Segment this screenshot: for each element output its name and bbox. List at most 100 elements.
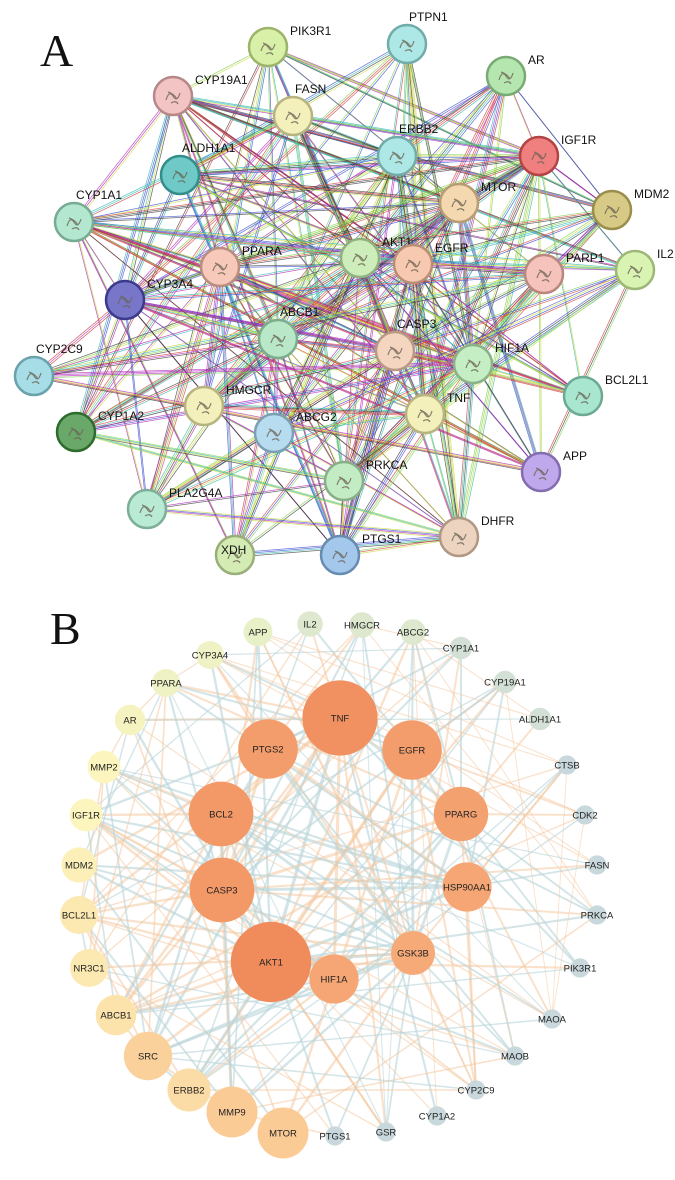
hub-node-mmp2[interactable]: MMP2: [87, 750, 121, 784]
hub-node-egfr[interactable]: EGFR: [382, 720, 442, 780]
hub-node-pik3r1[interactable]: PIK3R1: [564, 958, 597, 978]
node-egfr[interactable]: EGFR: [392, 241, 469, 285]
hub-node-ar[interactable]: AR: [114, 704, 146, 736]
node-pla2g4a[interactable]: PLA2G4A: [126, 486, 222, 530]
hub-node-mmp9[interactable]: MMP9: [206, 1086, 258, 1138]
edge-PARP1-CYP3A4: [123, 272, 543, 300]
node-cyp2c9-label: CYP2C9: [36, 342, 83, 356]
hub-node-app[interactable]: APP: [243, 617, 273, 647]
hub-node-mdm2[interactable]: MDM2: [61, 847, 97, 883]
hub-node-abcb1[interactable]: ABCB1: [95, 994, 137, 1036]
hub-node-ptgs2[interactable]: PTGS2: [238, 719, 298, 779]
edge-MTOR-AR: [129, 719, 284, 1134]
node-akt1[interactable]: AKT1: [339, 235, 412, 279]
node-pik3r1[interactable]: PIK3R1: [247, 24, 332, 68]
edge-ABCG2-DHFR: [272, 431, 458, 537]
hub-node-cyp1a2[interactable]: CYP1A2: [419, 1106, 455, 1126]
hub-node-bcl2-label: BCL2: [209, 810, 233, 821]
hub-node-fasn[interactable]: FASN: [585, 855, 610, 875]
hub-node-maoa[interactable]: MAOA: [538, 1009, 567, 1029]
hub-node-cyp1a1[interactable]: CYP1A1: [443, 636, 479, 660]
node-erbb2[interactable]: ERBB2: [376, 122, 439, 177]
edge-GSR-PPARA: [165, 682, 387, 1133]
edge-AR-PPARA: [219, 75, 506, 267]
hub-node-nr3c1-circle: [70, 949, 108, 987]
hub-node-hsp90aa1[interactable]: HSP90AA1: [442, 862, 492, 912]
edge-ERBB2-ALDH1A1: [180, 156, 398, 177]
edge-EGFR-CDK2: [411, 749, 586, 816]
node-ppara[interactable]: PPARA: [199, 244, 282, 288]
node-app[interactable]: APP: [520, 449, 587, 493]
hub-node-gsr[interactable]: GSR: [376, 1122, 397, 1142]
edge-CYP3A4-ABCB1: [126, 301, 281, 342]
hub-node-cyp19a1[interactable]: CYP19A1: [484, 670, 526, 694]
hub-node-tnf[interactable]: TNF: [302, 680, 378, 756]
node-ar[interactable]: AR: [485, 53, 545, 97]
node-il2[interactable]: IL2: [614, 247, 674, 291]
node-tnf[interactable]: TNF: [404, 391, 470, 435]
node-igf1r[interactable]: IGF1R: [518, 133, 597, 177]
hub-node-erbb2[interactable]: ERBB2: [167, 1068, 211, 1112]
node-prkca[interactable]: PRKCA: [323, 458, 407, 502]
hub-node-cyp3a4[interactable]: CYP3A4: [192, 641, 228, 669]
node-pla2g4a-label: PLA2G4A: [169, 486, 222, 500]
hub-node-pparg[interactable]: PPARG: [433, 786, 489, 842]
node-ptpn1[interactable]: PTPN1: [386, 10, 448, 65]
node-aldh1a1[interactable]: ALDH1A1: [159, 141, 236, 196]
node-parp1[interactable]: PARP1: [523, 251, 605, 295]
hub-node-gsk3b[interactable]: GSK3B: [391, 931, 435, 975]
hub-node-cyp2c9[interactable]: CYP2C9: [458, 1080, 495, 1100]
node-abcg2-label: ABCG2: [296, 410, 337, 424]
hub-node-hif1a[interactable]: HIF1A: [309, 954, 359, 1004]
node-mtor[interactable]: MTOR: [438, 180, 516, 224]
node-ptgs1[interactable]: PTGS1: [319, 532, 402, 576]
hub-node-il2[interactable]: IL2: [297, 611, 323, 637]
hub-node-prkca[interactable]: PRKCA: [581, 905, 614, 925]
node-cyp3a4[interactable]: CYP3A4: [104, 277, 193, 321]
hub-node-cyp3a4-circle: [196, 641, 224, 669]
hub-node-igf1r[interactable]: IGF1R: [69, 798, 103, 832]
node-cyp1a1[interactable]: CYP1A1: [53, 188, 122, 243]
protein-structure-icon: [266, 428, 282, 442]
node-hif1a[interactable]: HIF1A: [452, 341, 529, 385]
hub-node-ptgs1[interactable]: PTGS1: [319, 1126, 351, 1146]
node-hmgcr[interactable]: HMGCR: [183, 383, 272, 427]
edge-AR-ERBB2: [397, 76, 507, 157]
hub-node-maob[interactable]: MAOB: [501, 1046, 529, 1066]
node-mdm2[interactable]: MDM2: [591, 187, 670, 231]
protein-structure-icon: [465, 359, 481, 373]
edge-ABCB1-PTGS1: [278, 339, 342, 556]
node-cyp19a1[interactable]: CYP19A1: [152, 73, 248, 117]
node-abcg2[interactable]: ABCG2: [253, 410, 337, 454]
hub-node-casp3[interactable]: CASP3: [189, 857, 255, 923]
hub-node-cyp2c9-circle: [466, 1080, 486, 1100]
hub-node-src[interactable]: SRC: [123, 1031, 173, 1081]
hub-node-bcl2[interactable]: BCL2: [188, 781, 254, 847]
edge-CYP19A1-CYP1A2: [75, 95, 174, 433]
edge-IGF1R-HIF1A: [473, 156, 541, 365]
hub-node-akt1[interactable]: AKT1: [230, 921, 312, 1003]
edge-PPARG-PRKCA: [460, 813, 598, 916]
node-abcb1[interactable]: ABCB1: [257, 305, 320, 360]
hub-node-cdk2[interactable]: CDK2: [572, 805, 598, 825]
protein-structure-icon: [531, 151, 547, 165]
hub-node-hmgcr[interactable]: HMGCR: [344, 612, 380, 638]
hub-node-aldh1a1[interactable]: ALDH1A1: [519, 707, 561, 731]
node-cyp2c9[interactable]: CYP2C9: [13, 342, 83, 397]
node-cyp3a4-label: CYP3A4: [147, 277, 193, 291]
node-bcl2l1[interactable]: BCL2L1: [562, 373, 649, 417]
edge-EGFR-CYP2C9: [34, 264, 414, 378]
hub-node-bcl2l1[interactable]: BCL2L1: [60, 896, 98, 934]
node-xdh[interactable]: XDH: [214, 534, 256, 576]
edge-CYP3A4-ABCB1: [125, 300, 279, 341]
node-fasn[interactable]: FASN: [272, 82, 326, 137]
edge-CYP19A1-CYP1A2: [76, 97, 175, 434]
hub-node-mtor[interactable]: MTOR: [257, 1107, 309, 1159]
hub-node-nr3c1[interactable]: NR3C1: [70, 949, 108, 987]
hub-node-ppara[interactable]: PPARA: [150, 669, 182, 697]
node-casp3[interactable]: CASP3: [374, 317, 437, 372]
hub-node-abcg2[interactable]: ABCG2: [397, 619, 429, 645]
hub-node-ctsb[interactable]: CTSB: [554, 755, 580, 775]
node-dhfr[interactable]: DHFR: [438, 514, 515, 558]
node-cyp1a2[interactable]: CYP1A2: [55, 409, 144, 453]
